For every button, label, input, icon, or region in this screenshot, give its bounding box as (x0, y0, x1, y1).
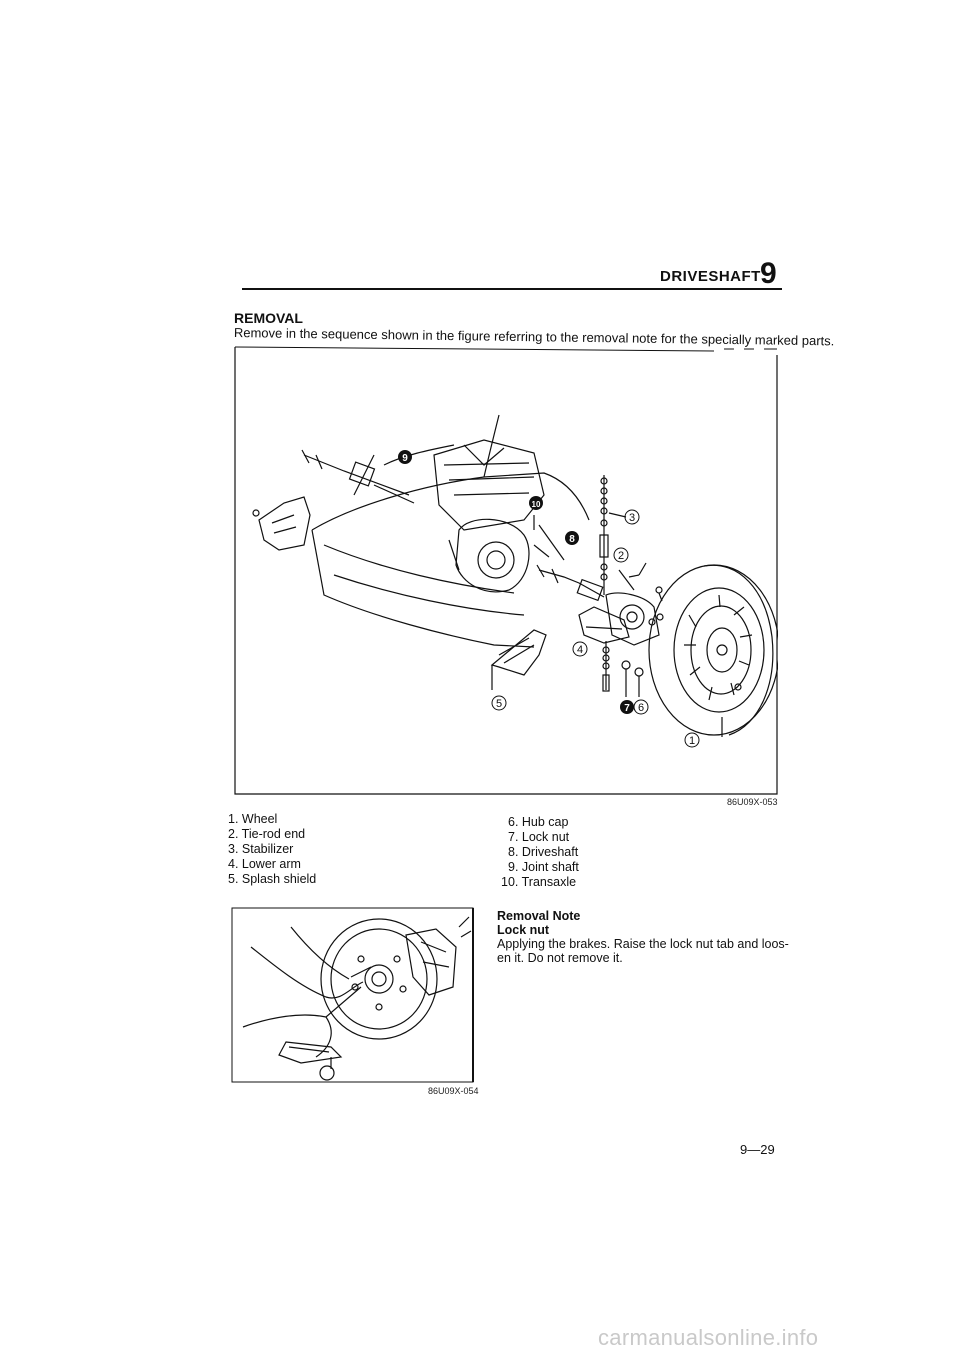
callout-5: 5 (491, 695, 507, 711)
figure1-code: 86U09X-053 (727, 797, 778, 807)
lock-nut-figure (231, 907, 474, 1083)
header-rule (242, 288, 782, 290)
legend-item: 5. Splash shield (228, 872, 317, 886)
callout-9: 9 (398, 450, 412, 464)
callout-6: 6 (633, 699, 649, 715)
legend-item: 9. Joint shaft (508, 860, 579, 874)
legend-item: 8. Driveshaft (508, 845, 579, 859)
svg-text:10: 10 (532, 500, 541, 509)
svg-text:5: 5 (496, 698, 502, 710)
svg-text:7: 7 (624, 703, 630, 714)
note-subheading: Lock nut (497, 923, 550, 937)
callout-8: 8 (565, 531, 579, 545)
legend-item: 10. Transaxle (501, 875, 577, 889)
legend-item: 6. Hub cap (508, 815, 569, 829)
note-heading: Removal Note (497, 909, 581, 923)
svg-text:6: 6 (638, 702, 644, 714)
exploded-view-drawing: 9 10 8 3 2 4 5 (234, 346, 780, 795)
svg-text:3: 3 (629, 512, 635, 524)
callout-10: 10 (529, 496, 543, 510)
svg-text:9: 9 (402, 453, 408, 464)
section-title: REMOVAL (234, 310, 303, 326)
legend-left: 1. Wheel 2. Tie-rod end 3. Stabilizer 4.… (228, 812, 316, 887)
callout-7: 7 (620, 700, 634, 714)
svg-text:4: 4 (577, 644, 583, 656)
legend-right: 6. Hub cap 7. Lock nut 8. Driveshaft 9. … (501, 815, 579, 890)
legend-item: 7. Lock nut (508, 830, 570, 844)
lock-nut-drawing (231, 907, 474, 1083)
callout-4: 4 (572, 641, 588, 657)
callout-3: 3 (624, 509, 640, 525)
callout-2: 2 (613, 547, 629, 563)
callout-1: 1 (684, 732, 700, 748)
svg-text:1: 1 (689, 735, 695, 747)
legend-item: 3. Stabilizer (228, 842, 294, 856)
svg-text:2: 2 (618, 550, 624, 562)
exploded-view-figure: 9 10 8 3 2 4 5 (234, 345, 780, 795)
note-text-line: Applying the brakes. Raise the lock nut … (497, 937, 789, 951)
legend-item: 4. Lower arm (228, 857, 301, 871)
page-number: 9—29 (740, 1142, 775, 1157)
legend-item: 1. Wheel (228, 812, 278, 826)
note-text-line: en it. Do not remove it. (497, 951, 623, 965)
figure2-code: 86U09X-054 (428, 1086, 479, 1096)
chapter-number: 9 (760, 257, 777, 290)
svg-text:8: 8 (569, 534, 575, 545)
watermark: carmanualsonline.info (598, 1325, 819, 1350)
section-header-title: DRIVESHAFT (660, 268, 761, 285)
removal-note: Removal Note Lock nut Applying the brake… (497, 909, 789, 965)
legend-item: 2. Tie-rod end (228, 827, 306, 841)
